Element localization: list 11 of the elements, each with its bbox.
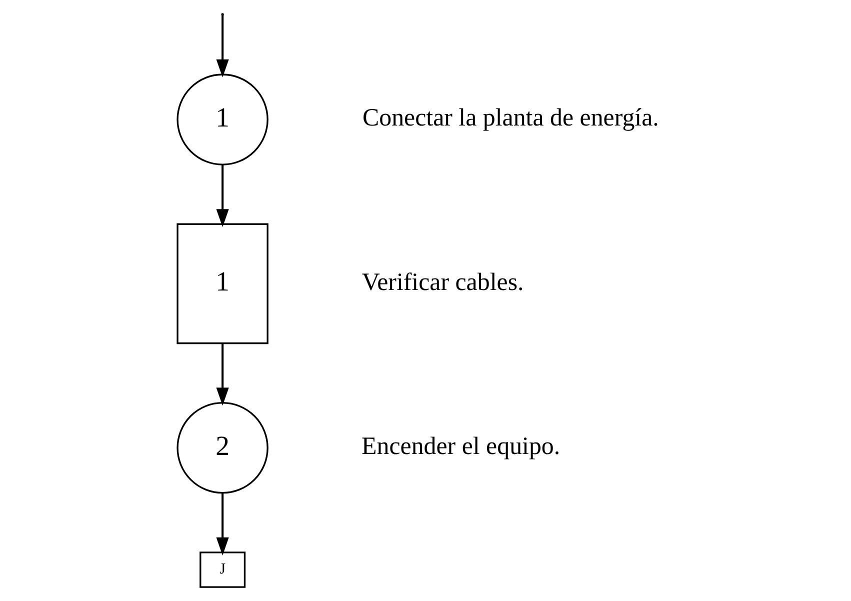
node-box: J	[200, 552, 246, 588]
node-label: Verificar cables.	[362, 268, 524, 296]
node-circle: 1	[176, 74, 268, 166]
arrow	[216, 343, 229, 406]
node-label: Encender el equipo.	[362, 432, 560, 460]
node-label: Conectar la planta de energía.	[362, 104, 659, 132]
node-circle: 2	[176, 402, 268, 494]
arrow	[216, 492, 229, 556]
node-box: 1	[176, 223, 268, 344]
arrow	[216, 15, 229, 78]
arrow	[216, 164, 229, 228]
